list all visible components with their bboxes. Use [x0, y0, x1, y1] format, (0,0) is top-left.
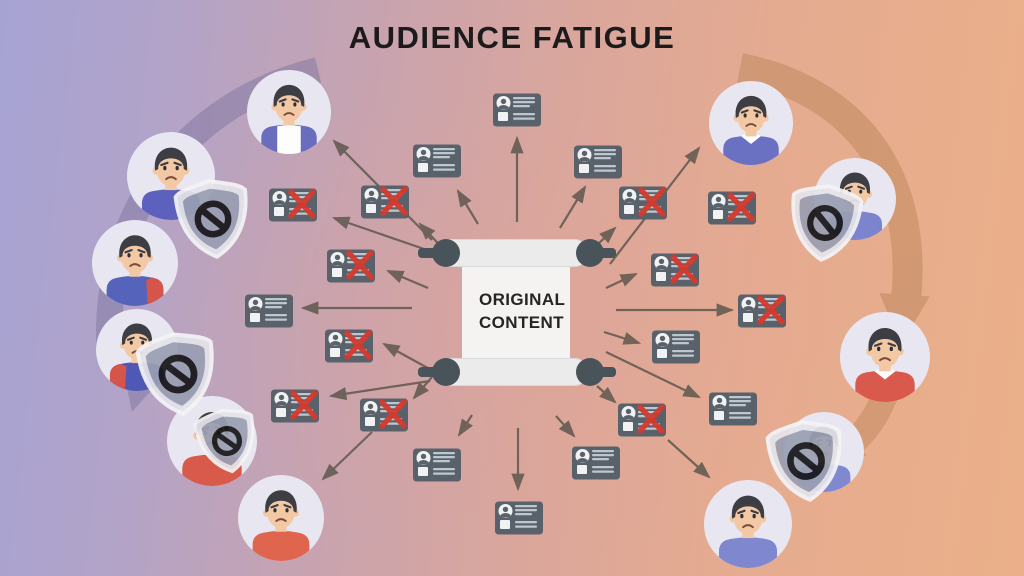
share-arrow: [385, 269, 429, 290]
content-card-icon: [495, 501, 543, 535]
blocked-card-icon: [325, 329, 373, 363]
share-arrow: [605, 273, 638, 289]
share-arrow: [667, 439, 711, 479]
content-card-icon: [413, 448, 461, 482]
blocked-card-icon: [738, 294, 786, 328]
sad-user-avatar: [704, 480, 792, 568]
content-card-icon: [652, 330, 700, 364]
shield-block-icon: [193, 408, 255, 474]
share-arrow: [328, 379, 431, 401]
shield-block-icon: [135, 332, 214, 416]
blocked-card-icon: [360, 398, 408, 432]
shield-block-icon: [765, 420, 842, 502]
share-arrow: [555, 415, 576, 438]
share-arrow: [605, 351, 701, 398]
original-content-label: ORIGINAL: [479, 290, 565, 309]
blocked-shields: [135, 179, 864, 502]
page-title: AUDIENCE FATIGUE: [348, 20, 676, 55]
sad-user-avatar: [247, 70, 331, 154]
content-card-icon: [574, 145, 622, 179]
blocked-card-icon: [271, 389, 319, 423]
shield-block-icon: [791, 184, 864, 262]
blocked-card-icon: [361, 185, 409, 219]
share-arrow: [321, 431, 373, 481]
content-card-icon: [245, 294, 293, 328]
shared-content-cards: [245, 93, 786, 535]
sad-user-avatar: [840, 312, 930, 402]
share-arrow: [597, 226, 617, 245]
content-card-icon: [493, 93, 541, 127]
sad-user-avatar: [709, 81, 793, 165]
sad-user-avatar: [92, 220, 178, 306]
share-arrow: [331, 216, 428, 252]
blocked-card-icon: [327, 249, 375, 283]
share-arrow: [559, 185, 587, 229]
blocked-card-icon: [651, 253, 699, 287]
content-card-icon: [709, 392, 757, 426]
content-card-icon: [413, 144, 461, 178]
share-arrow: [603, 330, 642, 345]
share-arrow: [412, 376, 433, 400]
blocked-card-icon: [618, 403, 666, 437]
sad-user-avatar: [238, 475, 324, 561]
content-card-icon: [572, 446, 620, 480]
blocked-card-icon: [269, 188, 317, 222]
blocked-card-icon: [619, 186, 667, 220]
share-arrow: [457, 414, 473, 437]
shield-block-icon: [173, 179, 248, 259]
share-arrow: [596, 385, 617, 404]
scroll-icon: ORIGINAL CONTENT: [418, 239, 616, 386]
share-arrow: [456, 189, 479, 225]
original-content-label: CONTENT: [479, 313, 564, 332]
blocked-card-icon: [708, 191, 756, 225]
